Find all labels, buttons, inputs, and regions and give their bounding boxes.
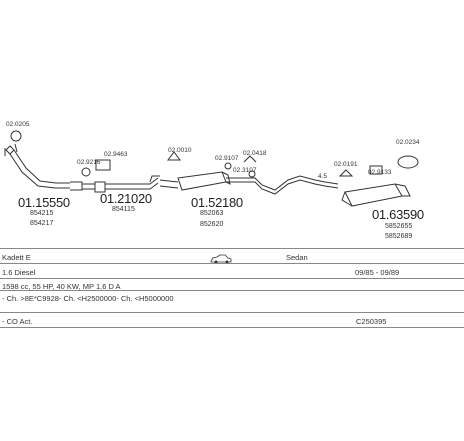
bracket-icon (95, 159, 111, 171)
ref-label: 02.0205 (6, 121, 30, 128)
clamp-icon (10, 130, 22, 142)
part-ref: 5852689 (385, 233, 413, 240)
part-ref: 852620 (200, 221, 224, 228)
ref-label: 02.0191 (334, 161, 358, 168)
rear-silencer-part (324, 181, 411, 207)
power-cell: 1598 cc, 55 HP, 40 KW, MP 1.6 D A (2, 282, 121, 291)
ref-label: 02.0010 (168, 147, 192, 154)
chassis-cell: - Ch. >8E*C9928- Ch. <H2500000- Ch. <H50… (2, 294, 174, 303)
ref-label: 02.9463 (104, 151, 128, 158)
bracket-icon (369, 165, 383, 175)
note-cell: - CO Act. (2, 317, 33, 326)
center-silencer-part (159, 171, 326, 195)
exhaust-diagram (4, 130, 419, 207)
gasket-icon (81, 167, 91, 177)
ref-label: 02.0234 (396, 139, 420, 146)
part-number: 01.52180 (191, 195, 243, 210)
table-row: 1598 cc, 55 HP, 40 KW, MP 1.6 D A (0, 278, 464, 291)
years-cell: 09/85 - 09/89 (355, 268, 400, 277)
ref-label: 02.0418 (243, 150, 267, 157)
gasket-icon (397, 155, 419, 169)
part-ref: 854217 (30, 220, 54, 227)
part-ref: 854215 (30, 210, 54, 217)
part-number: 01.21020 (100, 191, 152, 206)
body-cell: Sedan (286, 253, 308, 262)
ring-icon (224, 162, 232, 170)
sedan-car-icon (210, 254, 232, 264)
table-row: - CO Act. C250395 (0, 312, 464, 327)
hanger-icon (167, 151, 181, 161)
part-number: 01.63590 (372, 207, 424, 222)
model-cell: Kadett E (2, 253, 31, 262)
ref-label: 02.9133 (368, 169, 392, 176)
ring-icon (248, 170, 256, 178)
part-number: 01.15550 (18, 195, 70, 210)
middle-pipe-part (82, 175, 160, 193)
table-row: - Ch. >8E*C9928- Ch. <H2500000- Ch. <H50… (0, 290, 464, 305)
ref-label: 02.9216 (77, 159, 101, 166)
ref-label: 4.5 (318, 173, 328, 180)
part-ref: 854115 (112, 206, 135, 213)
ref-label: 02.3107 (233, 167, 257, 174)
engine-cell: 1.6 Diesel (2, 268, 36, 277)
table-divider (0, 327, 464, 328)
table-row: 1.6 Diesel 09/85 - 09/89 (0, 263, 464, 278)
code-cell: C250395 (356, 317, 387, 326)
table-row: Kadett E Sedan (0, 248, 464, 263)
hanger-icon (243, 155, 257, 163)
ref-label: 02.9107 (215, 155, 239, 162)
part-ref: 852063 (200, 210, 224, 217)
front-pipe-part (4, 143, 83, 191)
hanger-icon (338, 169, 354, 177)
part-ref: 5852655 (385, 223, 413, 230)
